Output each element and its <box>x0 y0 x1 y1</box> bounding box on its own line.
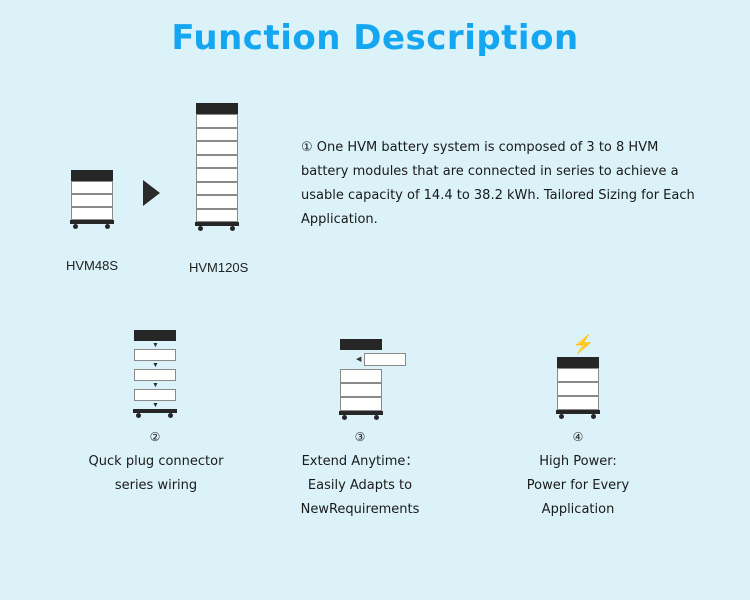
feature-4-line-2: Power for Every <box>526 478 630 493</box>
feature-4-line-1: High Power: <box>539 454 617 469</box>
feature-3-line-3: NewRequirements <box>300 502 420 517</box>
feature-quick-plug-text: Quck plug connector series wiring <box>56 450 256 498</box>
feature-3-line-1: Extend Anytime： <box>301 454 419 469</box>
feature-number-3: ③ <box>354 430 366 444</box>
feature-number-2: ② <box>149 430 161 444</box>
feature-number-4: ④ <box>572 430 584 444</box>
feature-high-power-text: High Power: Power for Every Application <box>478 450 678 522</box>
feature-2-line-2: series wiring <box>114 478 198 493</box>
feature-extend-text: Extend Anytime： Easily Adapts to NewRequ… <box>260 450 460 522</box>
system-description: ① One HVM battery system is composed of … <box>301 140 695 227</box>
page-title: Function Description <box>171 18 579 58</box>
hvm120s-label: HVM120S <box>189 260 249 275</box>
lightning-bolt-icon: ⚡ <box>572 334 595 354</box>
hvm48s-label: HVM48S <box>66 258 119 273</box>
arrow-right-icon <box>143 180 160 206</box>
feature-3-line-2: Easily Adapts to <box>307 478 413 493</box>
feature-4-line-3: Application <box>541 502 615 517</box>
feature-2-line-1: Quck plug connector <box>88 454 224 469</box>
